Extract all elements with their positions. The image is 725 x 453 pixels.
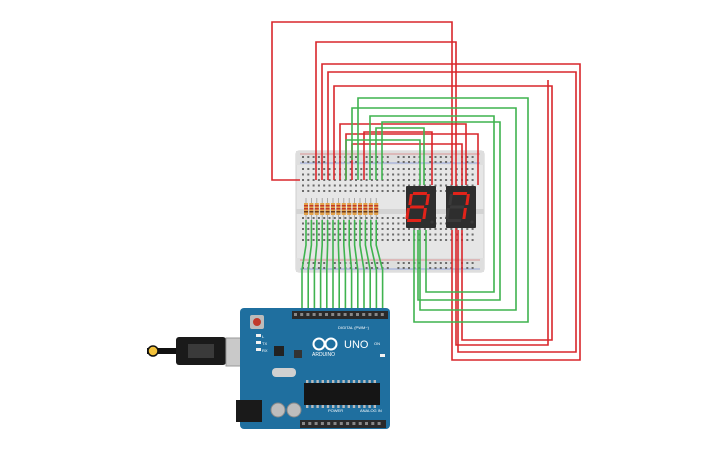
green-wire (337, 220, 340, 313)
led-label-l: L (262, 334, 265, 339)
segment-d (406, 219, 422, 222)
decimal-point (430, 220, 434, 224)
red-wire (339, 123, 467, 185)
green-wire (375, 127, 425, 185)
red-wire (321, 63, 581, 361)
segment-e (405, 208, 410, 219)
segment-g (409, 205, 425, 209)
segment-f (408, 194, 413, 205)
usb-cable[interactable] (147, 337, 257, 367)
power-jack (236, 400, 262, 422)
segment-b (425, 194, 430, 205)
led-label-tx: TX (262, 341, 267, 346)
analog-label: ANALOG IN (360, 408, 382, 413)
segment-c (462, 208, 467, 219)
green-wire (301, 220, 307, 313)
header-pins (294, 313, 384, 425)
green-wire (375, 220, 384, 313)
brand-label: ARDUINO (312, 352, 335, 358)
segment-d (446, 219, 462, 222)
segment-a (412, 192, 428, 195)
segment-c (422, 208, 427, 219)
green-wire (307, 220, 313, 313)
green-wire (357, 97, 529, 323)
segment-a (452, 192, 468, 195)
arduino-uno-board[interactable]: ARDUINO UNO DIGITAL (PWM~) POWER ANALOG … (236, 308, 390, 429)
green-wire (343, 220, 347, 313)
arduino-logo: ARDUINO (312, 337, 338, 358)
segment-f (448, 194, 453, 205)
red-wire (363, 131, 433, 185)
green-wire (359, 220, 365, 313)
green-wire (313, 220, 318, 313)
atmega-chip (304, 383, 380, 405)
segment-b (465, 194, 470, 205)
green-wires[interactable] (301, 97, 529, 323)
led-label-rx: RX (262, 348, 268, 353)
segment-e (445, 208, 450, 219)
on-label: ON (374, 341, 380, 346)
green-wire (319, 220, 323, 313)
red-wires[interactable] (271, 21, 581, 361)
board-name: UNO (344, 339, 369, 351)
red-wire (327, 71, 577, 353)
decimal-point (470, 220, 474, 224)
green-wire (353, 220, 359, 313)
reset-button[interactable] (253, 318, 261, 326)
green-wire (364, 220, 371, 313)
seven-segment-display-1[interactable] (405, 186, 436, 228)
green-wire (381, 121, 501, 301)
digital-label: DIGITAL (PWM~) (338, 325, 370, 330)
segment-g (449, 205, 465, 209)
green-wire (345, 139, 421, 185)
green-wire (369, 115, 495, 293)
green-wire (348, 220, 353, 313)
green-wire (326, 220, 329, 313)
red-wire (271, 21, 453, 185)
power-led (380, 354, 385, 357)
green-wire (351, 107, 517, 311)
power-label: POWER (328, 408, 343, 413)
green-wire (370, 220, 378, 313)
red-wire (351, 143, 463, 185)
resistor-array[interactable] (304, 198, 379, 220)
seven-segment-display-2[interactable] (445, 186, 476, 228)
